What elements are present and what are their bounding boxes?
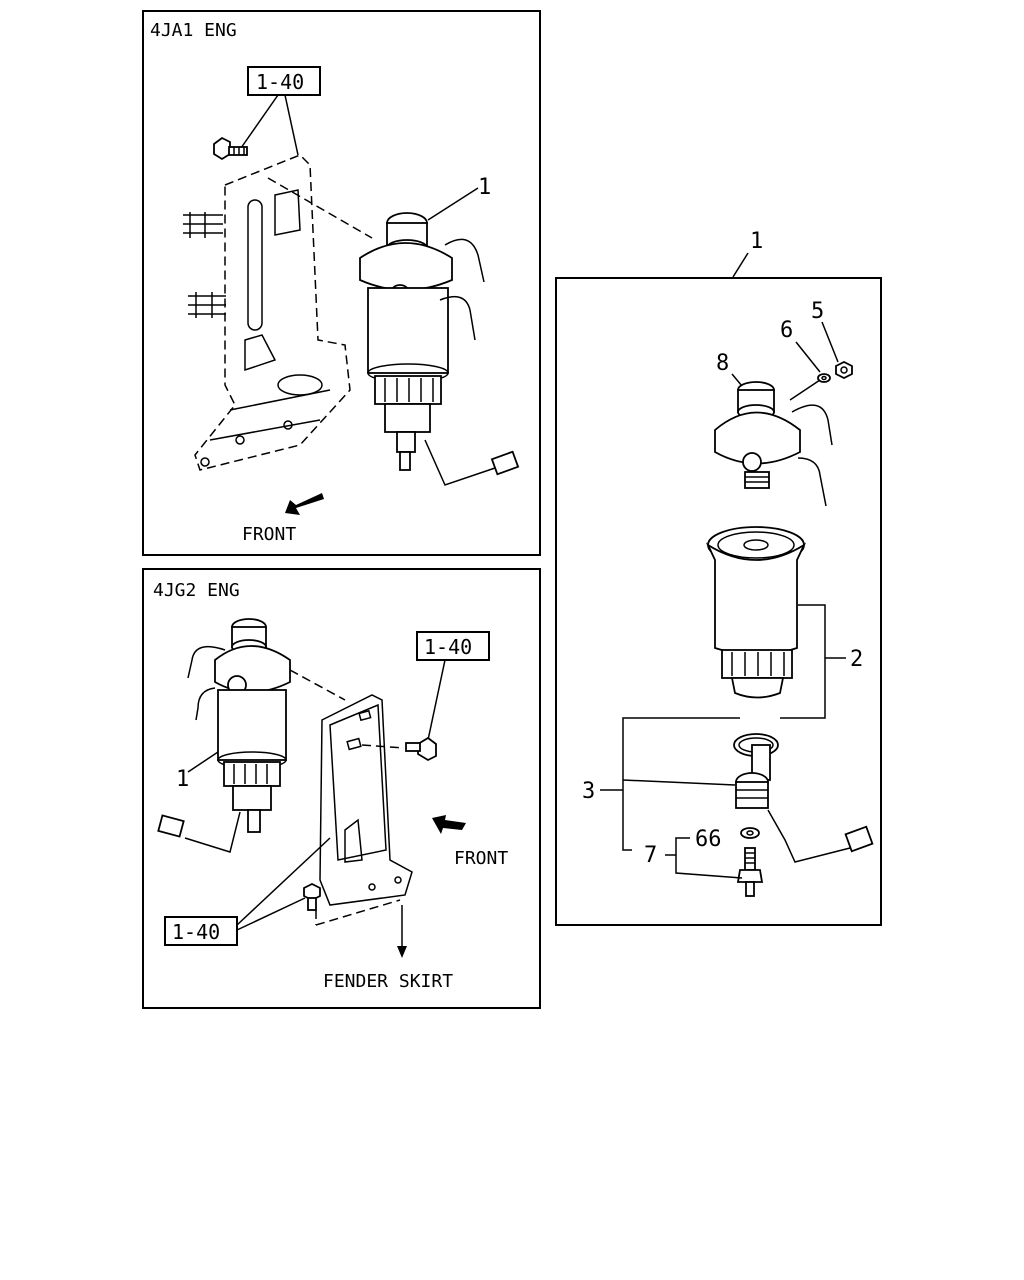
part-7-label: 7 (644, 843, 657, 868)
front-label: FRONT (242, 524, 296, 545)
part-66-label: 66 (695, 827, 722, 852)
callout-1-left: 1 (176, 767, 189, 792)
ref-box-1-40-upper (416, 631, 490, 661)
mounting-bracket-left-icon (319, 694, 413, 906)
drain-plug-3-icon (735, 744, 874, 863)
mounting-bracket-icon (183, 154, 351, 471)
ref-label-1-40-lower: 1-40 (172, 920, 220, 944)
part-5-label: 5 (811, 299, 824, 324)
fuel-filter-assembly-icon (359, 212, 520, 486)
assembly-number: 1 (750, 229, 763, 254)
ref-label-1-40-upper: 1-40 (424, 635, 472, 659)
filter-head-8-icon (714, 381, 833, 507)
ref-label-1-40: 1-40 (256, 70, 304, 94)
bolt-5-icon (835, 360, 853, 380)
washer-66-icon (740, 827, 760, 839)
washer-6-icon (817, 373, 831, 383)
front-label-left: FRONT (454, 848, 508, 869)
panel-4ja1-title: 4JA1 ENG (150, 20, 237, 41)
fuel-filter-assembly-left-icon (157, 618, 291, 853)
fender-skirt-label: FENDER SKIRT (323, 971, 453, 992)
part-2-label: 2 (850, 647, 863, 672)
filter-element-2-icon (705, 526, 807, 699)
front-arrow-icon (285, 493, 324, 515)
bolt-icon (213, 136, 248, 161)
panel-4jg2-title: 4JG2 ENG (153, 580, 240, 601)
bolt-upper-icon (405, 736, 437, 762)
ref-box-1-40-lower (164, 916, 238, 946)
drain-screw-7-icon (736, 847, 764, 897)
ref-box-1-40 (247, 66, 321, 96)
part-8-label: 8 (716, 351, 729, 376)
part-3-label: 3 (582, 779, 595, 804)
bolt-lower-icon (303, 882, 321, 911)
panel-4jg2: 4JG2 ENG 1-40 (142, 568, 541, 1009)
part-6-label: 6 (780, 318, 793, 343)
panel-exploded-assembly: 1 5 6 8 (555, 229, 882, 926)
callout-1: 1 (478, 175, 491, 200)
front-arrow-left-icon (432, 815, 466, 834)
panel-4ja1: 4JA1 ENG 1-40 (142, 10, 541, 556)
